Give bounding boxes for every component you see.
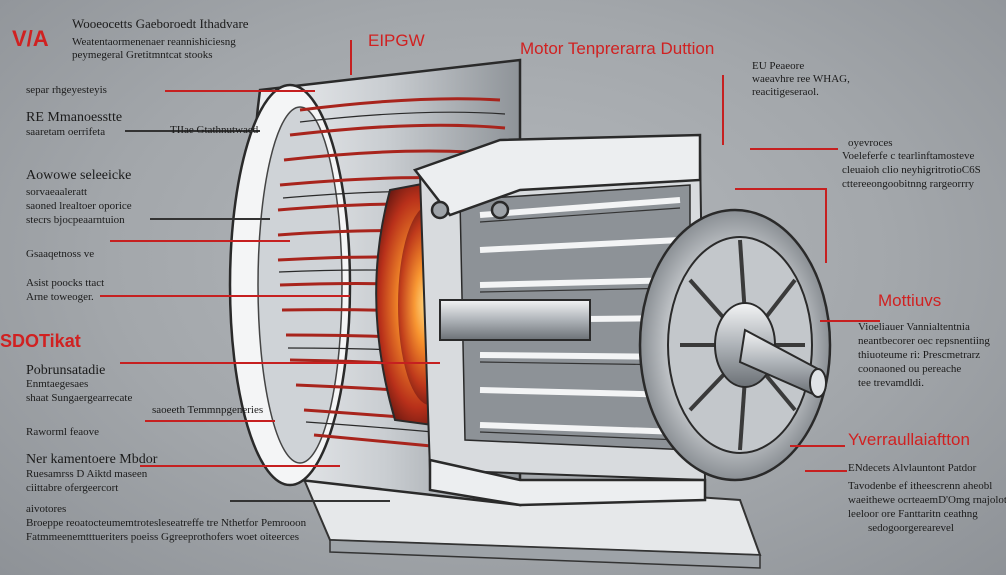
leader-line (790, 445, 845, 447)
label-left-c-line: sorvaeaaleratt (26, 186, 88, 198)
rotor-assembly (418, 148, 707, 482)
leader-line (722, 75, 724, 145)
end-bracket (412, 133, 707, 507)
leader-line (125, 130, 260, 132)
label-right-a-line: waeavhre ree WHAG, (752, 73, 850, 85)
label-bottom: aivotores (26, 503, 67, 515)
label-left-b-title: RE Mmanoesstte (26, 110, 123, 125)
leader-line (350, 40, 352, 75)
leader-line (230, 500, 390, 502)
label-left-b-sub: saaretam oerrifeta (26, 126, 106, 138)
label-right-d-title: Yverraullaiaftton (848, 430, 970, 449)
label-left-g-line: shaat Sungaergearrecate (26, 392, 133, 404)
label-left-h: Raworml feaove (26, 426, 99, 438)
label-left-c-line: saoned lrealtoer oporice (26, 200, 132, 212)
label-right-c-line: neantbecorer oec repsnentiing (858, 335, 990, 347)
label-left-e: Arne toweoger. (26, 291, 94, 303)
label-right-e-line: waeithewe ocrteaemD'Omg rnajolot (848, 494, 1006, 506)
label-left-i-title: Ner kamentoere Mbdor (26, 452, 158, 467)
corner-mark: V/A (12, 26, 49, 51)
label-right-c-line: tee trevamdldi. (858, 377, 924, 389)
leader-line (825, 188, 827, 263)
top-red-label: EIPGW (368, 31, 425, 50)
label-right-c-line: thiuoteume ri: Prescmetrarz (858, 349, 981, 361)
leader-line (110, 240, 290, 242)
motor-shaft (738, 328, 827, 398)
label-left-i-line: Ruesamrss D Aiktd maseen (26, 468, 148, 480)
label-left-g-title: Pobrunsatadie (26, 363, 106, 378)
leader-line (150, 218, 270, 220)
label-left-e: Asist poocks ttact (26, 277, 105, 289)
leader-line (805, 470, 847, 472)
label-right-b-head: oyevroces (848, 137, 893, 149)
leader-line (120, 362, 440, 364)
label-left-i-line: ciittabre ofergeercort (26, 482, 119, 494)
main-title: Motor Tenprerarra Duttion (520, 39, 715, 58)
leader-line (750, 148, 838, 150)
label-bottom: Broeppe reoatocteumemtrotesleseatreffe t… (26, 517, 307, 529)
label-left-g-line: Enmtaegesaes (26, 378, 89, 390)
label-right-e-line: Tavodenbe ef itheescrenn aheobl (848, 480, 993, 492)
label-left-c-line: stecrs bjocpeaarntuion (26, 214, 125, 226)
label-left-f-title: SDOTikat (0, 331, 81, 351)
top-left-line: Weatentaormenenaer reannishiciesng (72, 36, 236, 48)
label-left-c-title: Aowowe seleeicke (26, 168, 132, 183)
label-right-a-title: EU Peaeore (752, 60, 805, 72)
leader-line (140, 465, 340, 467)
label-right-c-title: Mottiuvs (878, 291, 942, 310)
label-right-b-line: cttereeongoobitnng rargeorrry (842, 178, 975, 190)
leader-line (100, 295, 350, 297)
label-right-b-line: cleuaioh clio neyhigritrotioC6S (842, 164, 981, 176)
label-left-a: separ rhgeyesteyis (26, 84, 107, 96)
center-tag: TIIae Gtathnutwaed (170, 124, 259, 136)
label-right-e-title: ENdecets Alvlauntont Patdor (848, 462, 977, 474)
center-tag: saoeeth Temmnpgeneries (152, 404, 264, 416)
top-left-line: peymegeral Gretitmntcat stooks (72, 49, 213, 61)
leader-line (820, 320, 880, 322)
label-bottom: Fatmmeenemtttueriters poeiss Ggreeprotho… (26, 531, 300, 543)
label-right-c-line: coonaoned ou pereache (858, 363, 962, 375)
label-right-e-line: leeloor ore Fanttaritn ceathng (848, 508, 978, 520)
leader-line (165, 90, 315, 92)
leader-line (735, 188, 825, 190)
label-left-d: Gsaaqetnoss ve (26, 248, 95, 260)
label-right-b-line: Voeleferfe c tearlinftamosteve (842, 150, 975, 162)
leader-line (145, 420, 275, 422)
top-left-title: Wooeocetts Gaeboroedt Ithadvare (72, 16, 249, 31)
label-right-c-line: Vioeliauer Vannialtentnia (858, 321, 970, 333)
front-end-cap (638, 208, 832, 482)
label-right-e-line: sedogoorgerearevel (868, 522, 954, 534)
label-right-a-line: reacitigeseraol. (752, 86, 819, 98)
